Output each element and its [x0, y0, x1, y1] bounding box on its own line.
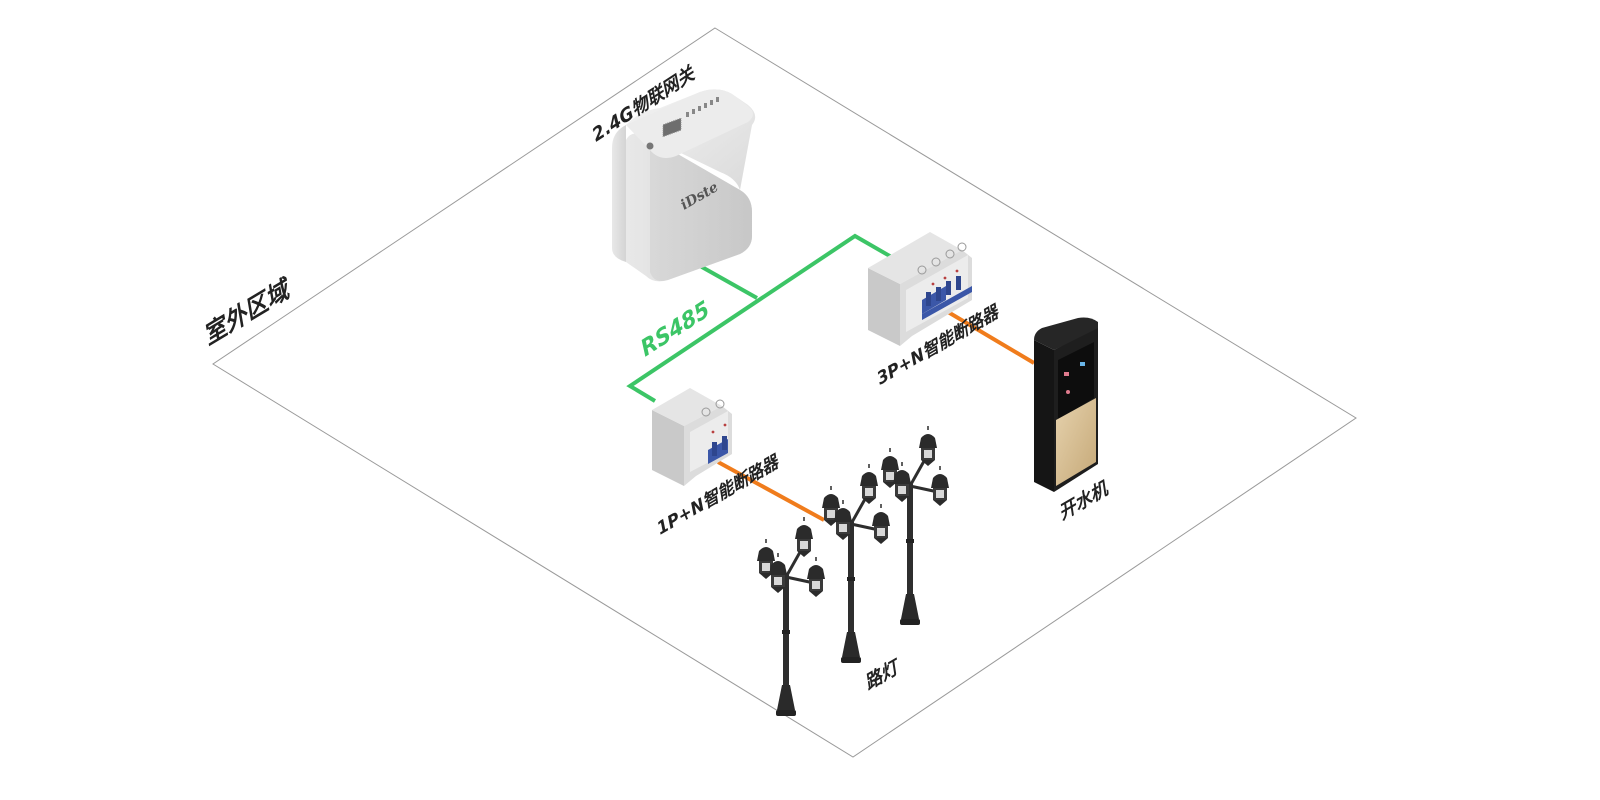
street-light-2 [822, 464, 890, 663]
power-line-dispenser [946, 310, 1036, 365]
breaker-3p-handles [922, 276, 972, 320]
breaker-1p-handles [708, 436, 728, 464]
rs485-bus [626, 233, 896, 403]
power-port [646, 142, 654, 150]
street-lights-label: 路灯 [862, 655, 904, 695]
dispense-button [1066, 390, 1070, 394]
ethernet-port [662, 117, 682, 138]
hot-water-button [1064, 372, 1069, 376]
area-title: 室外区域 [199, 273, 296, 350]
water-dispenser-device[interactable] [1034, 317, 1098, 493]
power-line-streetlights [717, 460, 825, 522]
power-lines [717, 310, 1036, 522]
outdoor-area-platform [212, 27, 1357, 758]
cold-water-button [1080, 362, 1085, 366]
status-leds [686, 97, 719, 117]
street-lights-group[interactable] [757, 426, 949, 716]
rs485-main-line [626, 233, 896, 403]
dispenser-gold-panel [1056, 398, 1096, 486]
street-light-1 [757, 517, 825, 716]
gateway-device[interactable]: iDste [612, 89, 756, 282]
breaker-3p-device[interactable] [868, 232, 972, 346]
street-light-3 [881, 426, 949, 625]
rs485-gateway-drop [692, 260, 758, 300]
breaker-1p-device[interactable] [652, 388, 732, 486]
rs485-label: RS485 [637, 296, 713, 363]
